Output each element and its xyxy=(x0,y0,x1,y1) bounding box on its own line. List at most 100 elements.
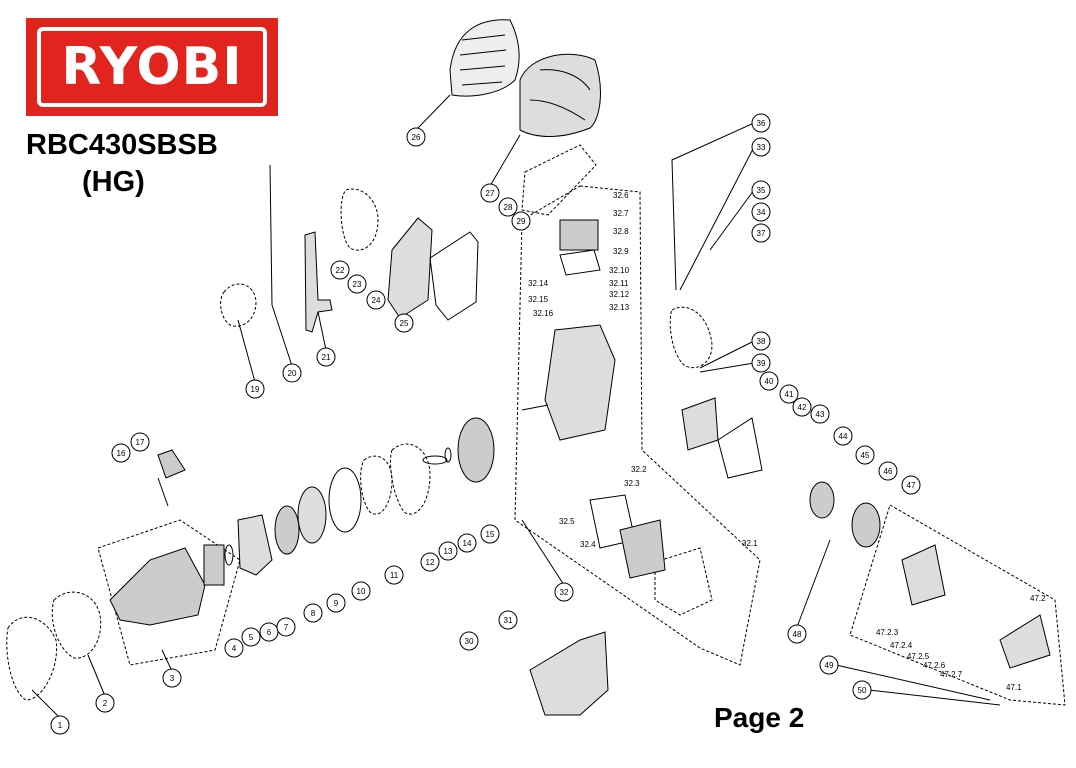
callout-number: 2 xyxy=(103,699,108,708)
callout-30: 30 xyxy=(459,631,479,651)
callout-number: 16 xyxy=(117,449,126,458)
part-40-bracket xyxy=(681,397,719,451)
sub-part-label-32.14: 32.14 xyxy=(528,279,549,288)
part-4-clutch-drum xyxy=(203,544,225,586)
callout-circle xyxy=(787,624,807,644)
callout-15: 15 xyxy=(480,524,500,544)
logo-border: RYOBI xyxy=(37,27,267,107)
callout-number: 46 xyxy=(884,467,893,476)
callout-number: 42 xyxy=(798,403,807,412)
callout-48: 48 xyxy=(787,624,807,644)
callout-circle xyxy=(498,197,518,217)
callout-17: 17 xyxy=(130,432,150,452)
callout-circle xyxy=(511,211,531,231)
part-5-washer xyxy=(224,544,234,566)
callout-36: 36 xyxy=(751,113,771,133)
sub-part-label-32.1: 32.1 xyxy=(742,539,758,548)
callout-1: 1 xyxy=(50,715,70,735)
callout-circle xyxy=(241,627,261,647)
callout-number: 23 xyxy=(353,280,362,289)
sub-part-label-32.16: 32.16 xyxy=(533,309,554,318)
callout-number: 39 xyxy=(757,359,766,368)
callout-16: 16 xyxy=(111,443,131,463)
callout-number: 29 xyxy=(517,217,526,226)
callout-number: 15 xyxy=(486,530,495,539)
callout-23: 23 xyxy=(347,274,367,294)
callout-41: 41 xyxy=(779,384,799,404)
outline-bolts-28 xyxy=(521,144,597,216)
callout-49: 49 xyxy=(819,655,839,675)
part-10-rewind-housing xyxy=(328,467,362,533)
callout-number: 8 xyxy=(311,609,316,618)
callout-number: 13 xyxy=(444,547,453,556)
callout-14: 14 xyxy=(457,533,477,553)
callout-number: 38 xyxy=(757,337,766,346)
callout-circle xyxy=(855,445,875,465)
outline-screws-19 xyxy=(220,283,257,327)
callout-circle xyxy=(480,183,500,203)
callout-number: 35 xyxy=(757,186,766,195)
callout-27: 27 xyxy=(480,183,500,203)
callout-circle xyxy=(833,426,853,446)
sub-part-label-47.2: 47.2 xyxy=(1030,594,1046,603)
callout-number: 20 xyxy=(288,369,297,378)
sub-part-label-32.11: 32.11 xyxy=(609,279,629,288)
sub-part-label-47.2.7: 47.2.7 xyxy=(940,670,963,679)
callout-circle xyxy=(303,603,323,623)
callout-39: 39 xyxy=(751,353,771,373)
callout-number: 41 xyxy=(785,390,794,399)
callout-34: 34 xyxy=(751,202,771,222)
callout-circle xyxy=(751,180,771,200)
callout-circle xyxy=(111,443,131,463)
group-outlines xyxy=(6,144,1066,706)
sub-part-label-47.2.6: 47.2.6 xyxy=(923,661,946,670)
callout-circle xyxy=(751,331,771,351)
part-26-cover xyxy=(449,19,520,97)
callout-circle xyxy=(347,274,367,294)
sub-part-label-32.5: 32.5 xyxy=(559,517,575,526)
callout-12: 12 xyxy=(420,552,440,572)
part-47-1-cover xyxy=(999,614,1051,669)
callout-6: 6 xyxy=(259,622,279,642)
leader-39 xyxy=(699,362,755,373)
brand-name: RYOBI xyxy=(61,37,243,97)
part-41-plate xyxy=(717,417,763,479)
callout-24: 24 xyxy=(366,290,386,310)
sub-part-labels: 32.632.732.832.932.1032.1132.1232.1332.1… xyxy=(528,191,1046,692)
callout-number: 4 xyxy=(232,644,237,653)
sub-part-label-32.6: 32.6 xyxy=(613,191,629,200)
callout-number: 30 xyxy=(465,637,474,646)
callout-number: 48 xyxy=(793,630,802,639)
callout-13: 13 xyxy=(438,541,458,561)
callout-45: 45 xyxy=(855,445,875,465)
sub-part-label-32.4: 32.4 xyxy=(580,540,596,549)
callout-circle xyxy=(498,610,518,630)
callout-43: 43 xyxy=(810,404,830,424)
outline-plate-11 xyxy=(360,455,393,515)
callout-number: 33 xyxy=(757,143,766,152)
sub-part-label-32.12: 32.12 xyxy=(609,290,630,299)
callout-circle xyxy=(384,565,404,585)
callout-31: 31 xyxy=(498,610,518,630)
callout-11: 11 xyxy=(384,565,404,585)
sub-part-label-32.10: 32.10 xyxy=(609,266,630,275)
outline-plate-47 xyxy=(849,504,1066,706)
callout-circle xyxy=(95,693,115,713)
callout-circle xyxy=(326,593,346,613)
callout-number: 26 xyxy=(412,133,421,142)
callout-circle xyxy=(852,680,872,700)
callout-circle xyxy=(810,404,830,424)
part-32-4-muffler xyxy=(619,519,666,579)
callout-circle xyxy=(316,347,336,367)
part-17-lever xyxy=(157,449,186,479)
callout-number: 12 xyxy=(426,558,435,567)
callout-circle xyxy=(330,260,350,280)
callout-33: 33 xyxy=(751,137,771,157)
leader-21 xyxy=(317,311,327,351)
leader-20 xyxy=(271,304,293,367)
leader-3 xyxy=(161,649,173,672)
leader-50 xyxy=(868,689,1001,706)
callout-number: 45 xyxy=(861,451,870,460)
callout-number: 9 xyxy=(334,599,339,608)
